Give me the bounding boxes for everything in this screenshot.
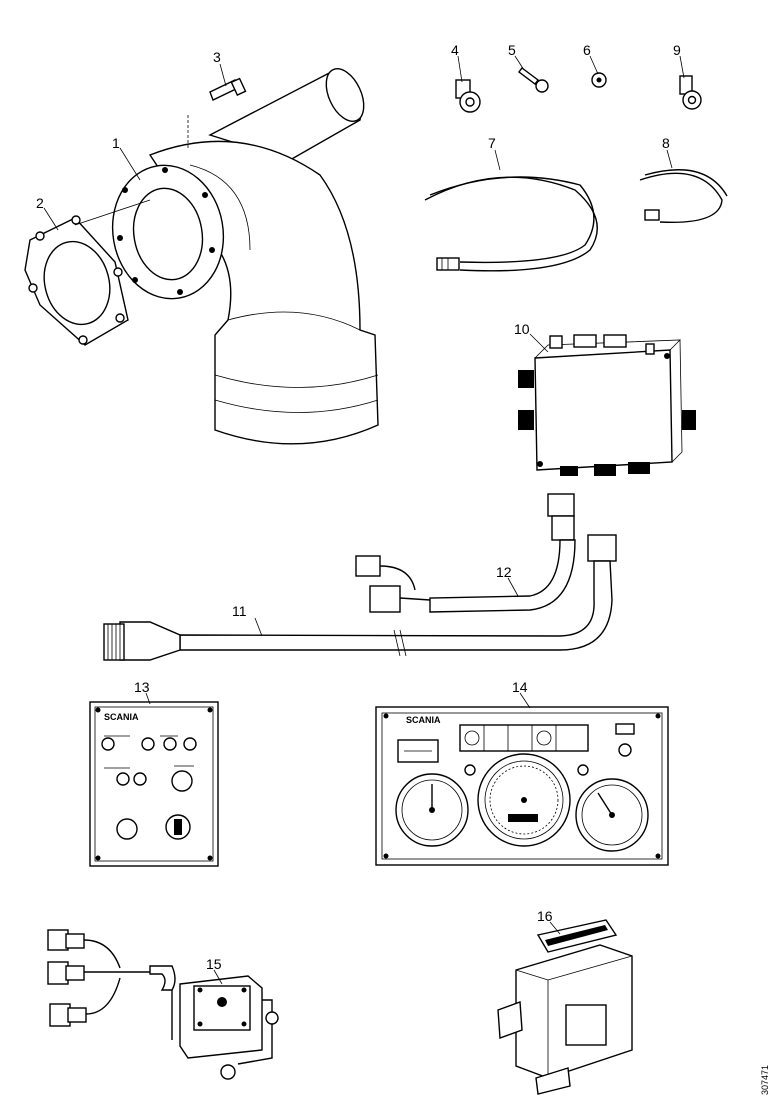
screw-5: [518, 67, 549, 93]
callout-14: 14: [512, 679, 528, 695]
gasket: [24, 199, 151, 346]
instrument-panel-14: SCANIA: [375, 706, 669, 866]
hose-clamp-7: [424, 176, 598, 272]
callouts: 1 2 3 4 5 6 7 8 9 10 11 12 13 14 15 16: [36, 42, 681, 972]
callout-12: 12: [496, 564, 512, 580]
callout-15: 15: [206, 956, 222, 972]
nut-6: [591, 72, 607, 88]
callout-8: 8: [662, 135, 670, 151]
clip-4: [455, 79, 481, 113]
clip-9: [679, 75, 702, 110]
panel13-brand: SCANIA: [104, 712, 139, 722]
callout-1: 1: [112, 135, 120, 151]
hose-clamp-8: [639, 169, 728, 224]
bolt-3: [187, 77, 247, 150]
callout-9: 9: [673, 42, 681, 58]
callout-5: 5: [508, 42, 516, 58]
junction-box: [518, 334, 696, 476]
control-unit-15: [47, 929, 279, 1080]
ecu-16: [497, 919, 633, 1095]
callout-11: 11: [232, 603, 247, 619]
callout-7: 7: [488, 135, 496, 151]
control-panel-13: SCANIA: [89, 701, 219, 867]
callout-6: 6: [583, 42, 591, 58]
cable-harness-12: [355, 493, 576, 613]
callout-16: 16: [537, 908, 553, 924]
callout-4: 4: [451, 42, 459, 58]
exhaust-elbow: [111, 68, 379, 445]
callout-10: 10: [514, 321, 530, 337]
leader-lines: [43, 55, 685, 985]
panel14-brand: SCANIA: [406, 715, 441, 725]
cable-harness-11: [103, 534, 617, 661]
callout-2: 2: [36, 195, 44, 211]
callout-3: 3: [213, 49, 221, 65]
callout-13: 13: [134, 679, 150, 695]
document-number: 307471: [760, 1065, 770, 1095]
